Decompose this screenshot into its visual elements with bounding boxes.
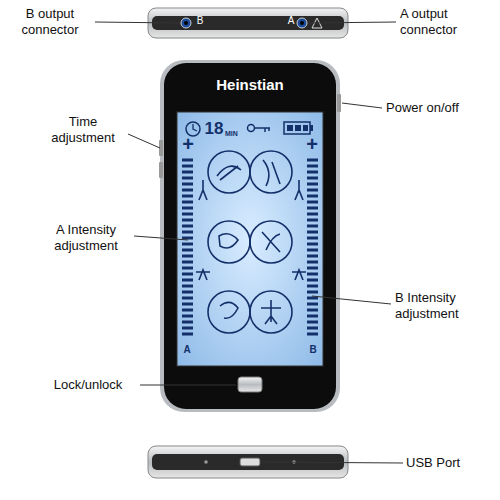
- channel-letter: A: [180, 344, 194, 356]
- callout-label: A output connector: [400, 6, 494, 38]
- callout-label: Power on/off: [386, 100, 490, 116]
- port-letter: A: [284, 15, 298, 27]
- timer-unit: MIN: [225, 130, 247, 138]
- callout-label: B output connector: [6, 6, 94, 38]
- callout-label: Lock/unlock: [38, 377, 138, 393]
- callout-label: Time adjustment: [40, 114, 126, 146]
- channel-letter: B: [306, 344, 320, 356]
- plus-sign: +: [179, 133, 197, 156]
- timer-value: 18: [202, 119, 226, 139]
- callout-label: B Intensity adjustment: [395, 290, 489, 322]
- port-letter: B: [193, 15, 207, 27]
- plus-sign: +: [303, 133, 321, 156]
- callout-label: USB Port: [406, 455, 490, 471]
- callout-label: A Intensity adjustment: [40, 222, 132, 254]
- brand-name: Heinstian: [185, 76, 315, 93]
